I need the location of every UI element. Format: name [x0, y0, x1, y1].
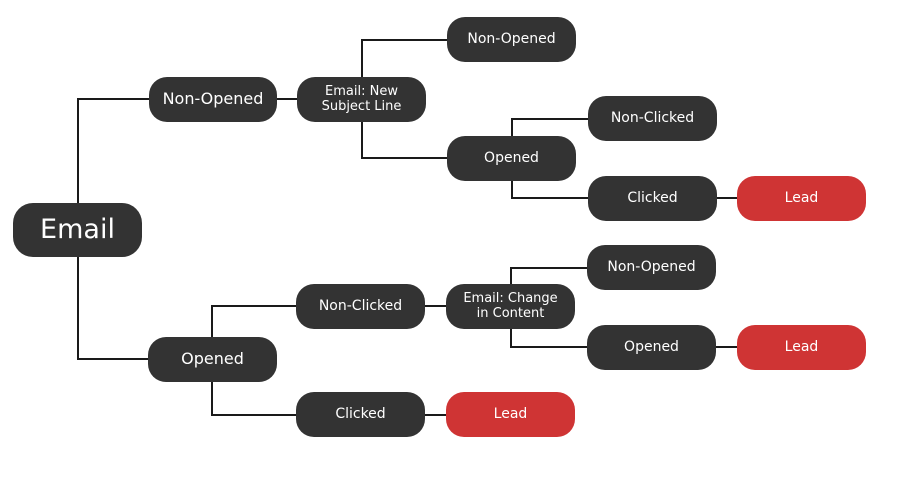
opened-node-2-label: Opened [484, 150, 539, 167]
opened-node-3: Opened [587, 325, 716, 370]
non-clicked-node: Non-Clicked [296, 284, 425, 329]
lead-node-2: Lead [737, 325, 866, 370]
opened-node-2: Opened [447, 136, 576, 181]
clicked-node-2-label: Clicked [627, 190, 678, 207]
non-clicked-node-label: Non-Clicked [318, 298, 403, 315]
email-change-content-node: Email: Change in Content [446, 284, 575, 329]
email-node-label: Email [40, 214, 115, 246]
non-opened-node-3-label: Non-Opened [607, 259, 696, 276]
email-node: Email [13, 203, 142, 257]
lead-node-3: Lead [446, 392, 575, 437]
connector-change-non-opened [510, 267, 588, 284]
non-opened-node-2-label: Non-Opened [467, 31, 556, 48]
opened-node-label: Opened [181, 349, 244, 369]
clicked-node-2: Clicked [588, 176, 717, 221]
opened-node: Opened [148, 337, 277, 382]
connector-subject-non-opened [361, 39, 448, 77]
non-opened-node-2: Non-Opened [447, 17, 576, 62]
clicked-node-label: Clicked [335, 406, 386, 423]
connector-opened-non-clicked [511, 118, 589, 136]
lead-node-1-label: Lead [784, 190, 819, 207]
email-change-content-node-label: Email: Change in Content [463, 290, 558, 321]
clicked-node: Clicked [296, 392, 425, 437]
connector-change-opened [510, 329, 588, 348]
non-clicked-node-2-label: Non-Clicked [610, 110, 695, 127]
email-new-subject-node: Email: New Subject Line [297, 77, 426, 122]
non-clicked-node-2: Non-Clicked [588, 96, 717, 141]
non-opened-node-label: Non-Opened [162, 89, 264, 109]
lead-node-3-label: Lead [493, 406, 528, 423]
opened-node-3-label: Opened [624, 339, 679, 356]
non-opened-node: Non-Opened [149, 77, 277, 122]
connector-subject-opened [361, 122, 448, 159]
connector-opened-clicked [511, 181, 589, 199]
connector-opened-non-clicked-1 [211, 305, 297, 337]
connector-email-non-opened [77, 98, 150, 203]
lead-node-2-label: Lead [784, 339, 819, 356]
email-new-subject-node-label: Email: New Subject Line [321, 83, 402, 114]
lead-node-1: Lead [737, 176, 866, 221]
non-opened-node-3: Non-Opened [587, 245, 716, 290]
connector-opened-clicked-1 [211, 382, 297, 416]
connector-email-opened [77, 257, 150, 360]
